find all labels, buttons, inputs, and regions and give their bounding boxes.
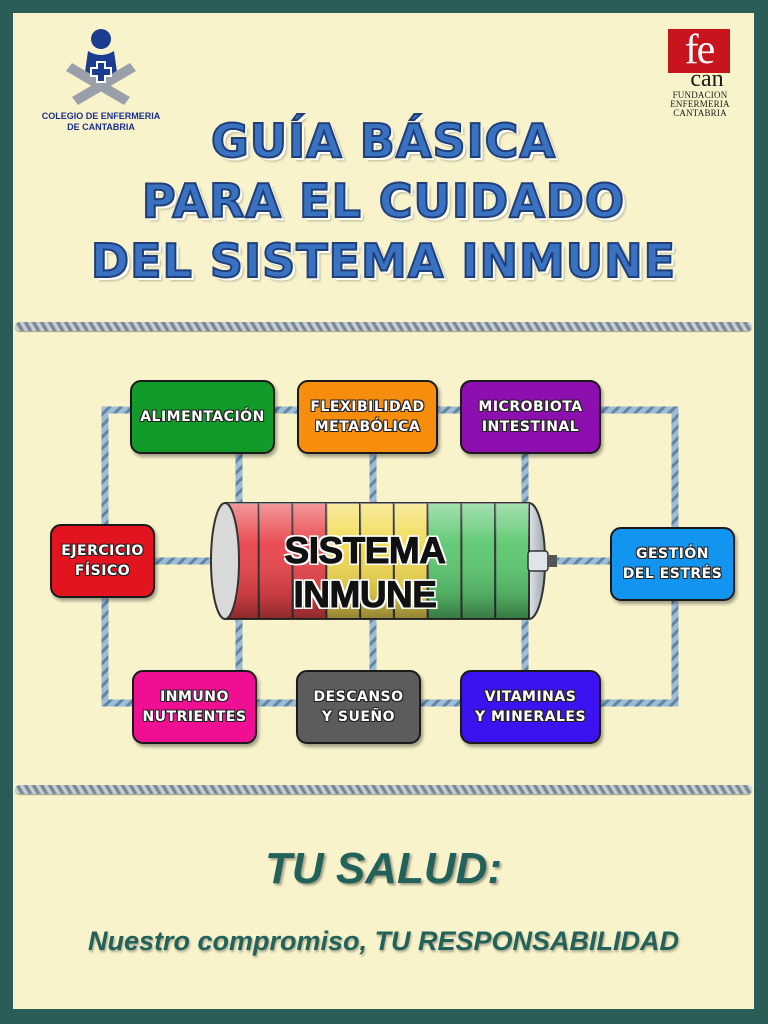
- factor-label: MICROBIOTA INTESTINAL: [478, 399, 583, 435]
- battery-segment-shade: [393, 503, 428, 619]
- battery: [210, 502, 557, 620]
- factor-alimentacion: ALIMENTACIÓN: [130, 380, 275, 454]
- factor-label: DESCANSO Y SUEÑO: [313, 689, 404, 725]
- immune-system-diagram: SISTEMA INMUNE ALIMENTACIÓN FLEXIBILIDAD…: [13, 343, 754, 763]
- factor-label: GESTIÓN DEL ESTRÉS: [622, 546, 723, 582]
- colegio-enfermeria-logo: COLEGIO DE ENFERMERIA DE CANTABRIA: [41, 27, 161, 137]
- title-line-2: PARA EL CUIDADO: [141, 173, 626, 229]
- fundacion-name: FUNDACION ENFERMERIA CANTABRIA: [670, 90, 730, 118]
- factor-label: FLEXIBILIDAD METABÓLICA: [310, 399, 425, 435]
- cable-network: [101, 406, 679, 707]
- title-line-1: GUÍA BÁSICA: [210, 113, 557, 169]
- factor-label: INMUNO NUTRIENTES: [142, 689, 247, 725]
- battery-segment-shade: [258, 503, 293, 619]
- guide-cover: COLEGIO DE ENFERMERIA DE CANTABRIA fe ca…: [13, 13, 754, 1009]
- title-line-3: DEL SISTEMA INMUNE: [90, 233, 677, 289]
- rope-divider-top: [15, 322, 752, 331]
- factor-label: ALIMENTACIÓN: [140, 409, 265, 425]
- battery-segment-shade: [495, 503, 529, 619]
- battery-label: SISTEMA INMUNE: [284, 530, 446, 616]
- factor-flexibilidad-metabolica: FLEXIBILIDAD METABÓLICA: [297, 380, 438, 454]
- factor-ejercicio-fisico: EJERCICIO FÍSICO: [50, 524, 155, 598]
- factor-microbiota-intestinal: MICROBIOTA INTESTINAL: [460, 380, 601, 454]
- slogan-headline: TU SALUD:: [264, 844, 503, 893]
- colegio-enfermeria-name: COLEGIO DE ENFERMERIA DE CANTABRIA: [41, 111, 161, 132]
- battery-segment-shade: [292, 503, 327, 619]
- fe-logo-mark: fe: [668, 29, 730, 73]
- battery-terminal: [527, 550, 549, 572]
- factor-descanso-sueno: DESCANSO Y SUEÑO: [296, 670, 421, 744]
- factor-inmuno-nutrientes: INMUNO NUTRIENTES: [132, 670, 257, 744]
- rope-divider-bottom: [15, 785, 752, 794]
- factor-label: VITAMINAS Y MINERALES: [474, 689, 587, 725]
- factor-gestion-estres: GESTIÓN DEL ESTRÉS: [610, 527, 735, 601]
- battery-segment-shade: [427, 503, 462, 619]
- battery-segment-shade: [360, 503, 394, 619]
- battery-segment-shade: [461, 503, 496, 619]
- factor-label: EJERCICIO FÍSICO: [61, 543, 144, 579]
- can-logo-text: can: [690, 66, 724, 92]
- factor-vitaminas-minerales: VITAMINAS Y MINERALES: [460, 670, 601, 744]
- slogan-tagline: Nuestro compromiso, TU RESPONSABILIDAD: [87, 926, 680, 956]
- fundacion-enfermeria-logo: fe can FUNDACION ENFERMERIA CANTABRIA: [666, 25, 734, 121]
- battery-segment-shade: [326, 503, 361, 619]
- nurse-emblem-icon: [66, 29, 136, 105]
